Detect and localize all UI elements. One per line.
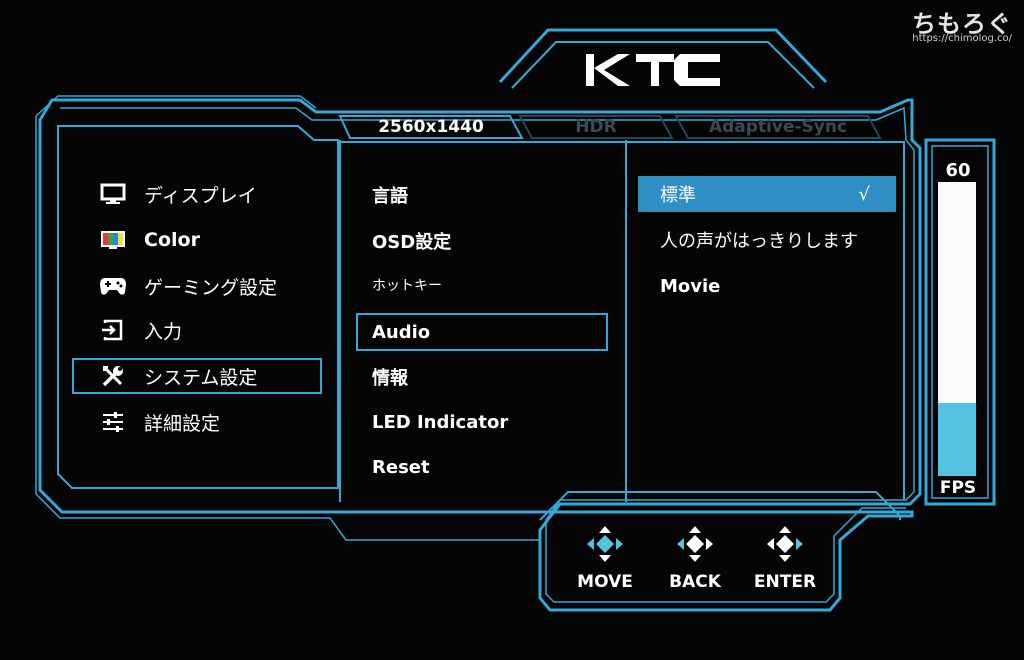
submenu-item-label: 情報 [372,368,408,389]
sidebar-item-label: Color [144,229,200,251]
sidebar-item-gaming[interactable]: ゲーミング設定 [72,268,322,304]
sidebar-item-label: システム設定 [144,366,258,389]
sidebar-item-label: 入力 [144,320,183,343]
option-standard[interactable]: 標準 √ [638,176,896,212]
tools-icon [98,364,128,388]
fps-meter [938,182,976,476]
control-label: BACK [669,572,721,592]
submenu-item-osd[interactable]: OSD設定 [356,222,608,260]
fps-meter-fill [938,402,976,476]
dpad-icon [763,524,807,568]
sidebar-item-advanced[interactable]: 詳細設定 [72,404,322,440]
tab-resolution: 2560x1440 [378,117,484,137]
input-icon [98,318,128,342]
tab-hdr: HDR [575,117,617,137]
option-clear-voice[interactable]: 人の声がはっきりします [638,222,896,258]
ktc-logo [586,54,720,86]
control-enter[interactable]: ENTER [748,524,822,594]
sidebar-item-color[interactable]: Color [72,222,322,258]
sidebar-item-label: ゲーミング設定 [144,276,278,299]
control-move[interactable]: MOVE [568,524,642,594]
watermark-url: https://chimolog.co/ [912,33,1012,44]
monitor-icon [98,182,128,206]
submenu-item-label: 言語 [372,186,408,207]
submenu-item-led-indicator[interactable]: LED Indicator [356,403,608,441]
color-bars-icon [98,228,128,252]
watermark-logo: ちもろぐ [912,10,1012,38]
tab-adaptive-sync: Adaptive-Sync [708,117,848,137]
submenu-item-label: LED Indicator [372,411,509,433]
sidebar-item-label: ディスプレイ [144,184,257,207]
option-label: 人の声がはっきりします [660,231,858,252]
submenu-item-info[interactable]: 情報 [356,358,608,396]
sliders-icon [98,410,128,434]
option-label: 標準 [660,185,696,206]
submenu-item-label: Reset [372,456,430,478]
sidebar-item-system[interactable]: システム設定 [72,358,322,394]
submenu-item-label: Audio [372,321,431,343]
submenu-item-label: ホットキー [372,278,442,294]
sidebar-item-label: 詳細設定 [144,412,221,435]
gamepad-icon [98,274,128,298]
sidebar-item-input[interactable]: 入力 [72,312,322,348]
submenu-item-hotkey[interactable]: ホットキー [356,266,608,304]
control-back[interactable]: BACK [658,524,732,594]
control-label: MOVE [577,572,633,592]
option-label: Movie [660,275,721,297]
dpad-icon [673,524,717,568]
dpad-icon [583,524,627,568]
submenu-item-reset[interactable]: Reset [356,448,608,486]
checkmark-icon: √ [858,183,870,205]
control-label: ENTER [753,572,817,592]
option-movie[interactable]: Movie [638,268,896,304]
fps-label: FPS [939,478,977,498]
sidebar-item-display[interactable]: ディスプレイ [72,176,322,212]
submenu-item-label: OSD設定 [372,232,452,253]
submenu-item-audio[interactable]: Audio [356,313,608,351]
submenu-item-language[interactable]: 言語 [356,176,608,214]
fps-value: 60 [945,160,971,181]
